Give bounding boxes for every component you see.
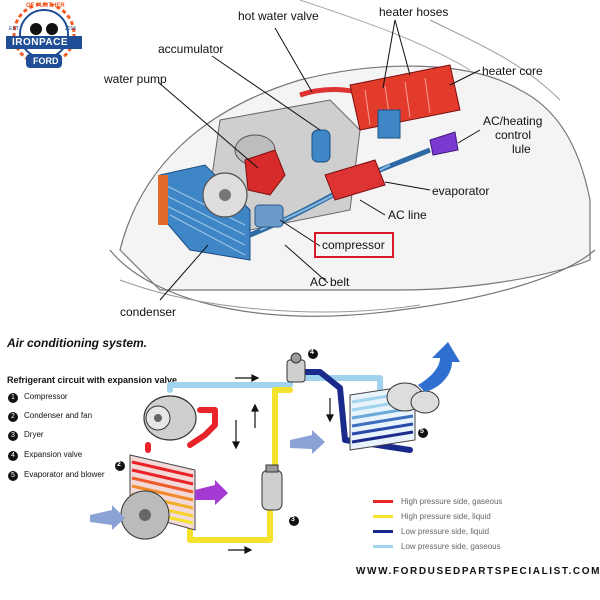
expansion-valve-component [286, 352, 306, 383]
label-heater-core: heater core [482, 64, 543, 78]
condenser-component [129, 454, 196, 531]
label-compressor: compressor [322, 238, 385, 252]
compressor-component [143, 395, 197, 441]
compressor-body [254, 204, 284, 228]
component-number-badge: 3 [8, 431, 18, 441]
marker-num-3: 3 [291, 516, 295, 523]
label-accumulator: accumulator [158, 42, 224, 56]
component-number-badge: 4 [8, 451, 18, 461]
legend-label: High pressure side, liquid [401, 512, 491, 521]
cooled-air-outlet-arrow [418, 342, 460, 392]
logo-arc-text: OF FURTHER [26, 3, 65, 9]
component-label: Dryer [24, 430, 44, 439]
system-subtitle: Refrigerant circuit with expansion valve [7, 375, 178, 385]
website-url: WWW.FORDUSEDPARTSPECIALIST.COM [356, 566, 600, 577]
label-hot-water-valve: hot water valve [238, 9, 319, 23]
evaporator-component [349, 382, 440, 451]
legend-label: Low pressure side, liquid [401, 527, 490, 536]
component-number-badge: 5 [8, 471, 18, 481]
label-ac-heating-control-3: lule [512, 142, 531, 156]
label-water-pump: water pump [104, 72, 167, 86]
pipe-high-pressure-liquid [187, 507, 273, 543]
legend-swatch [373, 500, 393, 503]
condenser-fan [120, 490, 170, 540]
cold-air-arrow [290, 430, 325, 454]
component-item: 4 Expansion valve [8, 450, 82, 461]
component-item: 1 Compressor [8, 392, 68, 403]
accumulator [311, 129, 331, 163]
component-label: Expansion valve [24, 450, 83, 459]
brand-logo: OF FURTHER EST 2016 IRONPACE FORD [2, 2, 86, 74]
legend-label: Low pressure side, gaseous [401, 542, 501, 551]
component-item: 5 Evaporator and blower [8, 470, 105, 481]
label-ac-heating-control-2: control [495, 128, 532, 142]
engine-bay-illustration [109, 0, 596, 317]
legend-swatch [373, 515, 393, 518]
label-ac-line: AC line [388, 208, 427, 222]
windshield-outline [429, 19, 561, 101]
ac-heating-control-module [429, 131, 459, 156]
compressor-label-box [314, 232, 394, 258]
pipe-low-pressure-liquid [300, 369, 413, 453]
marker-num-2: 2 [117, 461, 121, 468]
component-number-badge: 1 [8, 393, 18, 403]
label-ac-heating-control-1: AC/heating [483, 114, 543, 128]
logo-sub: FORD [33, 56, 59, 66]
component-label: Condenser and fan [24, 411, 93, 420]
label-heater-hoses: heater hoses [379, 5, 449, 19]
legend-swatch [373, 530, 393, 533]
system-title: Air conditioning system. [7, 336, 148, 350]
component-number-badge: 2 [8, 412, 18, 422]
component-label: Evaporator and blower [24, 470, 105, 479]
dryer-component [261, 464, 283, 511]
logo-year: 2016 [65, 26, 77, 32]
pipe-low-pressure-gaseous [167, 369, 293, 393]
legend-label: High pressure side, gaseous [401, 497, 503, 506]
pipe-high-pressure-gaseous [187, 407, 218, 448]
component-item: 3 Dryer [8, 430, 44, 441]
logo-brand: IRONPACE [12, 37, 69, 48]
label-evaporator: evaporator [432, 184, 490, 198]
marker-num-4: 4 [310, 349, 314, 356]
logo-est: EST [9, 26, 19, 32]
evaporator [324, 159, 386, 201]
marker-num-5: 5 [420, 428, 424, 435]
water-pump [244, 149, 286, 196]
inlet-air-arrow [90, 505, 125, 530]
label-ac-belt: AC belt [310, 275, 350, 289]
legend-swatch [373, 545, 393, 548]
car-bumper-outline [109, 249, 596, 317]
label-condenser: condenser [120, 305, 177, 319]
component-item: 2 Condenser and fan [8, 411, 92, 422]
component-label: Compressor [24, 392, 68, 401]
hot-air-arrow [195, 480, 228, 505]
